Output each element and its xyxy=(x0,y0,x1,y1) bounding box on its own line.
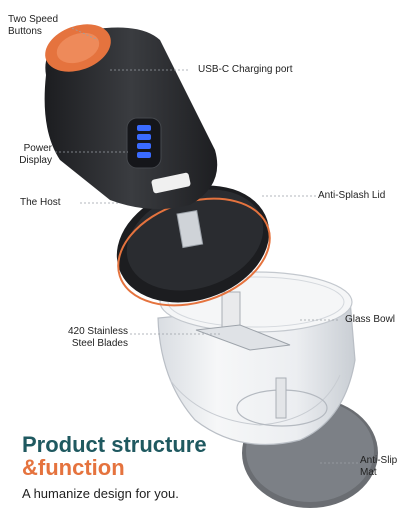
label-glass-bowl: Glass Bowl xyxy=(345,314,396,325)
host-body xyxy=(44,24,218,209)
glass-bowl xyxy=(157,271,356,446)
label-two-speed-buttons: Two Speed Buttons xyxy=(8,14,59,37)
tagline: A humanize design for you. xyxy=(22,486,179,501)
label-power-display: Power Display xyxy=(19,143,52,166)
anti-splash-lid xyxy=(116,185,271,307)
label-blades: 420 Stainless Steel Blades xyxy=(67,326,128,349)
label-anti-slip-mat: Anti-Slip Mat xyxy=(360,455,398,478)
label-usb-c-port: USB-C Charging port xyxy=(198,64,293,75)
leader-lines xyxy=(55,27,358,464)
headline-line1: Product structure xyxy=(22,432,207,457)
label-the-host: The Host xyxy=(20,197,61,208)
label-anti-splash-lid: Anti-Splash Lid xyxy=(318,190,386,201)
blade-assembly xyxy=(195,291,291,419)
headline-line2: &function xyxy=(22,455,125,480)
